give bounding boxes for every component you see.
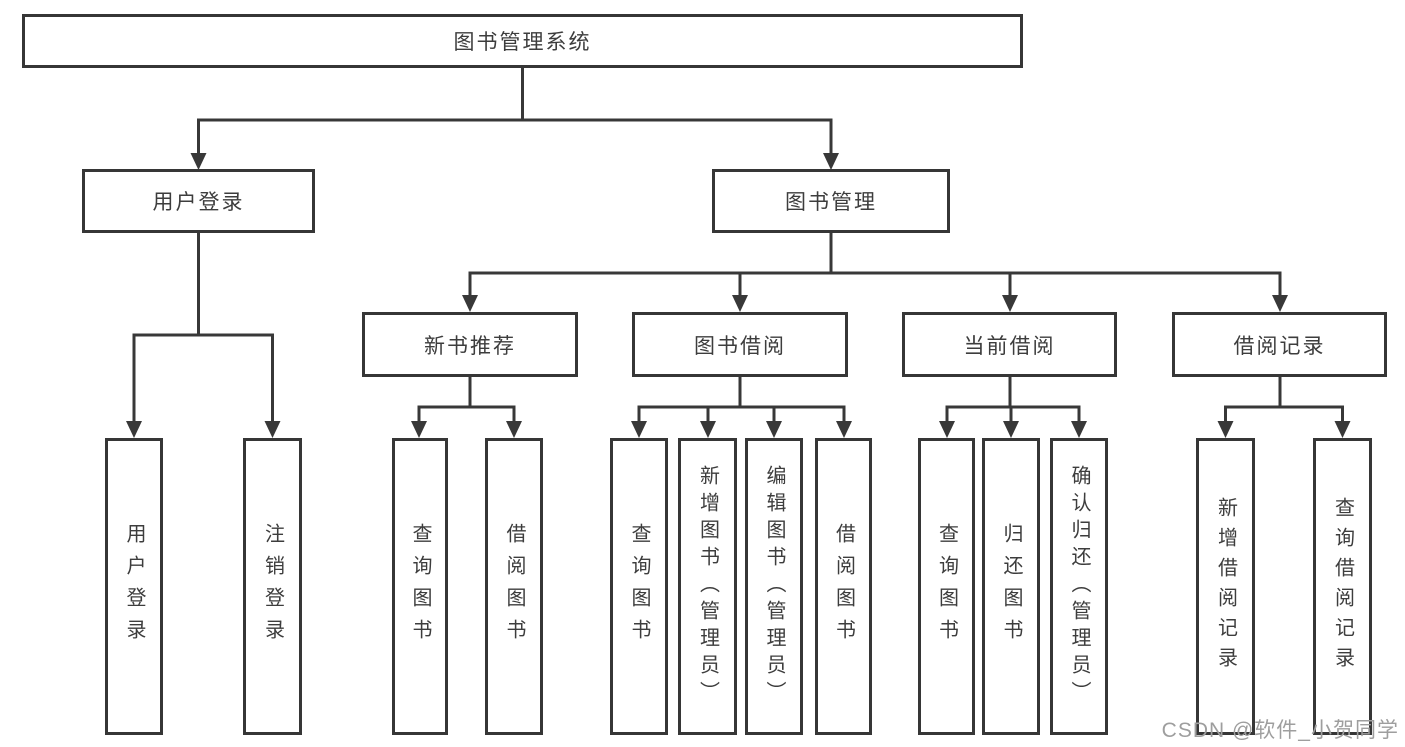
leaf-logout: 注销登录 bbox=[243, 438, 302, 735]
node-book-management: 图书管理 bbox=[712, 169, 950, 233]
node-current-borrowing: 当前借阅 bbox=[902, 312, 1117, 377]
leaf-query-borrow-record: 查询借阅记录 bbox=[1313, 438, 1372, 735]
leaf-add-borrow-record: 新增借阅记录 bbox=[1196, 438, 1255, 735]
csdn-watermark: CSDN @软件_小贺同学 bbox=[1161, 719, 1399, 742]
leaf-logout-label: 注销登录 bbox=[261, 522, 284, 651]
leaf-query-books-borrowing: 查询图书 bbox=[610, 438, 668, 735]
leaf-query-books-recommend-label: 查询图书 bbox=[409, 522, 431, 651]
leaf-borrow-books-borrowing: 借阅图书 bbox=[815, 438, 872, 735]
leaf-add-borrow-record-label: 新增借阅记录 bbox=[1214, 496, 1237, 677]
leaf-borrow-books-recommend: 借阅图书 bbox=[485, 438, 543, 735]
node-library-system: 图书管理系统 bbox=[22, 14, 1023, 68]
leaf-edit-book-admin-label: 编辑图书（管理员） bbox=[763, 465, 785, 708]
leaf-user-login: 用户登录 bbox=[105, 438, 163, 735]
leaf-confirm-return-admin: 确认归还（管理员） bbox=[1050, 438, 1108, 735]
node-library-system-label: 图书管理系统 bbox=[453, 31, 592, 54]
node-book-borrowing: 图书借阅 bbox=[632, 312, 848, 377]
node-user-login: 用户登录 bbox=[82, 169, 315, 233]
leaf-query-books-borrowing-label: 查询图书 bbox=[628, 522, 650, 651]
node-borrowing-records: 借阅记录 bbox=[1172, 312, 1387, 377]
leaf-add-book-admin: 新增图书（管理员） bbox=[678, 438, 737, 735]
leaf-query-books-current: 查询图书 bbox=[918, 438, 975, 735]
node-book-borrowing-label: 图书借阅 bbox=[694, 334, 786, 358]
leaf-borrow-books-borrowing-label: 借阅图书 bbox=[832, 522, 855, 651]
node-new-book-recommendation: 新书推荐 bbox=[362, 312, 578, 377]
leaf-borrow-books-recommend-label: 借阅图书 bbox=[503, 522, 525, 651]
leaf-query-borrow-record-label: 查询借阅记录 bbox=[1331, 496, 1354, 677]
leaf-add-book-admin-label: 新增图书（管理员） bbox=[696, 465, 719, 708]
node-borrowing-records-label: 借阅记录 bbox=[1233, 334, 1326, 358]
leaf-user-login-label: 用户登录 bbox=[123, 522, 145, 651]
leaf-confirm-return-admin-label: 确认归还（管理员） bbox=[1068, 465, 1090, 708]
node-new-book-recommendation-label: 新书推荐 bbox=[424, 334, 516, 358]
leaf-query-books-current-label: 查询图书 bbox=[935, 522, 958, 651]
node-book-management-label: 图书管理 bbox=[785, 191, 877, 214]
node-current-borrowing-label: 当前借阅 bbox=[963, 334, 1056, 358]
leaf-query-books-recommend: 查询图书 bbox=[392, 438, 448, 735]
node-user-login-label: 用户登录 bbox=[152, 191, 245, 214]
leaf-return-books-label: 归还图书 bbox=[1000, 522, 1022, 651]
leaf-edit-book-admin: 编辑图书（管理员） bbox=[745, 438, 803, 735]
leaf-return-books: 归还图书 bbox=[982, 438, 1040, 735]
